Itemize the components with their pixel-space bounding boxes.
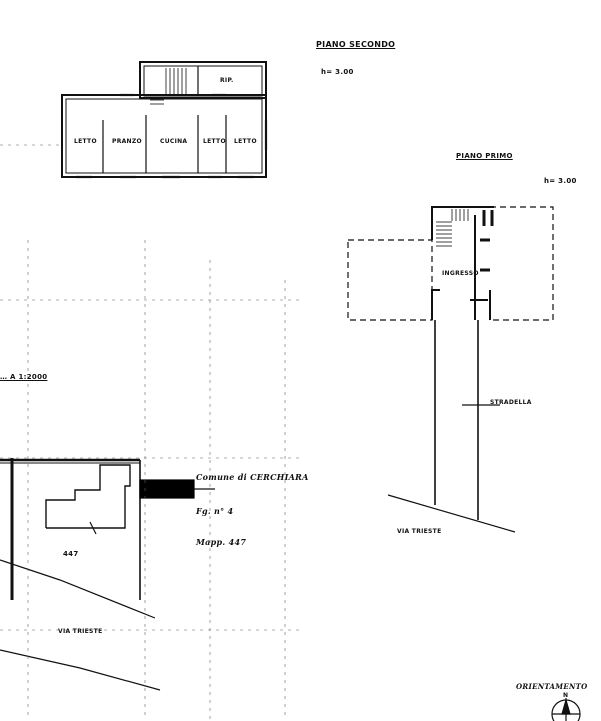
room-label: RIP. — [220, 77, 234, 84]
municipality-label: Comune di CERCHIARA — [196, 472, 309, 482]
passage-label: STRADELLA — [490, 399, 532, 406]
second-floor-height: h= 3.00 — [321, 68, 354, 76]
room-label: PRANZO — [112, 138, 142, 145]
first-floor-height: h= 3.00 — [544, 177, 577, 185]
second-floor-plan — [61, 61, 268, 179]
room-label: INGRESSO — [442, 270, 479, 277]
room-label: LETTO — [203, 138, 226, 145]
parcel-reference: Mapp. 447 — [196, 537, 247, 547]
first-floor-title: PIANO PRIMO — [456, 152, 513, 160]
street-label: VIA TRIESTE — [58, 628, 103, 635]
parcel-number: 447 — [63, 550, 79, 558]
sheet-number: Fg. n° 4 — [196, 506, 234, 516]
street-label: VIA TRIESTE — [397, 528, 442, 535]
room-label: CUCINA — [160, 138, 188, 145]
cadastral-map — [0, 144, 300, 720]
first-floor-plan — [347, 206, 554, 533]
section-heading: … A 1:2000 — [0, 373, 48, 381]
compass-icon — [551, 697, 581, 721]
room-label: LETTO — [74, 138, 97, 145]
north-label: N — [563, 692, 569, 699]
room-label: LETTO — [234, 138, 257, 145]
second-floor-title: PIANO SECONDO — [316, 40, 396, 49]
orientation-label: ORIENTAMENTO — [516, 682, 588, 691]
